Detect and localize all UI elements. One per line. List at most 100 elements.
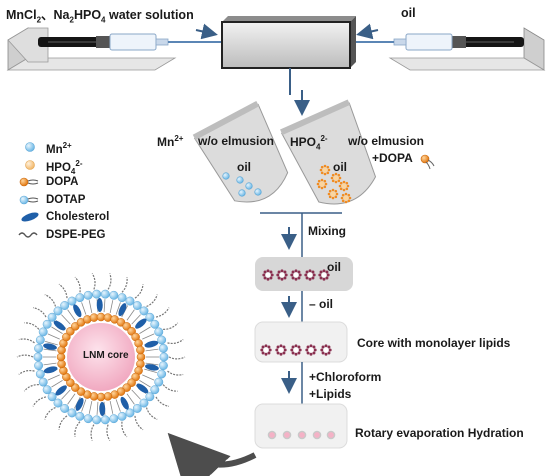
dotap-head [109, 290, 119, 300]
lipid-tail [47, 333, 60, 340]
legend-label-cholesterol: Cholesterol [46, 211, 110, 223]
dopa-icon [19, 177, 39, 187]
cholesterol-molecule [96, 298, 103, 313]
particle-star-icon [305, 344, 317, 356]
hpo4-oil-label: oil [333, 160, 347, 174]
lipid-tail [43, 348, 57, 352]
dopa-head [136, 345, 145, 355]
lipids-label: +Lipids [309, 387, 352, 401]
core-particles [260, 344, 332, 356]
mn-tube-label: Mn2+ [157, 134, 184, 149]
peg-strand [58, 283, 68, 299]
lipid-tail [88, 300, 93, 314]
lipid-tail [139, 326, 151, 334]
lipid-tail [67, 309, 76, 321]
legend-label-mn-ion: Mn2+ [46, 141, 72, 156]
dotap-head [100, 415, 110, 425]
water-solution-label: MnCl2、Na2HPO4 water solution [6, 8, 194, 25]
dotap-head [60, 404, 70, 413]
dotap-head [117, 293, 127, 303]
peg-strand [44, 406, 56, 420]
mixing-chamber-box [221, 16, 356, 69]
peg-strand [18, 338, 35, 344]
particle-star-icon [304, 269, 316, 281]
hpo4-droplet [330, 172, 342, 184]
dotap-head [109, 414, 119, 424]
dotap-head [125, 296, 135, 306]
cholesterol-molecule [43, 366, 58, 374]
dotap-head [132, 404, 142, 413]
rotary-hydration-label: Rotary evaporation Hydration [355, 426, 524, 440]
particle-star-icon [260, 344, 272, 356]
dotap-head [67, 296, 77, 306]
chloroform-label: +Chloroform [309, 370, 382, 384]
mixed-oil-panel [255, 257, 353, 291]
lipid-tail [67, 393, 76, 405]
peg-strand [146, 294, 158, 308]
dotap-head [42, 319, 52, 329]
cholesterol-molecule [99, 401, 106, 416]
dotap-head [157, 335, 167, 345]
peg-strand [162, 384, 178, 392]
dotap-head [67, 408, 77, 418]
lipid-tail [115, 399, 121, 412]
dotap-head [34, 361, 44, 371]
peg-strand [107, 273, 112, 290]
lipid-tail [144, 368, 157, 374]
hydrated-particles [267, 430, 336, 440]
dopa-addition-icon [420, 154, 435, 170]
lipid-tail [96, 401, 99, 415]
return-curved-arrow [167, 432, 257, 476]
dotap-head [150, 319, 160, 329]
peg-strand [163, 322, 179, 330]
mn-oil-label: oil [237, 160, 251, 174]
mn-emulsion-label: w/o elmusion [198, 134, 275, 148]
dotap-head [125, 408, 135, 418]
cholesterol-molecule [55, 385, 67, 396]
lipid-tail [126, 393, 135, 405]
lnm-core-label: LNM core [83, 350, 129, 361]
particle-star-icon [290, 269, 302, 281]
dotap-head [158, 361, 168, 371]
lipid-tail [145, 348, 159, 352]
cholesterol-molecule [135, 318, 147, 329]
cholesterol-molecule [144, 340, 159, 348]
mn-emulsion-droplets [222, 172, 262, 197]
right-syringe-pump [350, 27, 546, 71]
peg-strand [145, 407, 158, 420]
lipid-tail [109, 300, 114, 314]
dotap-head [38, 377, 48, 387]
dotap-head [100, 289, 110, 299]
legend-label-dspe-peg: DSPE-PEG [46, 229, 106, 241]
dotap-head [159, 352, 169, 362]
cholesterol-molecule [43, 343, 57, 350]
hpo4-droplet [327, 188, 339, 200]
peg-strand [23, 384, 39, 392]
peg-strand [168, 356, 186, 360]
lnm-nanoparticle [16, 273, 186, 441]
dotap-icon [19, 195, 39, 205]
dotap-head [47, 312, 57, 322]
hpo4-emulsion-droplets [316, 164, 352, 204]
particle-star-icon [275, 344, 287, 356]
lipid-tail [88, 400, 93, 414]
lipid-tail [45, 340, 58, 346]
dotap-head [150, 385, 160, 395]
mn-ion-icon [25, 142, 35, 152]
legend-label-dopa: DOPA [46, 176, 79, 188]
dopa-add-label: +DOPA [372, 151, 413, 165]
cholesterol-icon [21, 212, 39, 222]
lipid-tail [51, 380, 63, 388]
dotap-head [154, 377, 164, 387]
hpo4-droplet [340, 192, 352, 204]
rotary-panel [254, 403, 348, 449]
peg-strand [90, 424, 95, 441]
hpo4-tube-label: HPO42- [290, 134, 328, 152]
lipid-tail [142, 333, 155, 340]
lipid-tail [131, 314, 141, 325]
dotap-head [92, 415, 102, 425]
mix-oil-label: oil [327, 260, 341, 274]
dotap-head [38, 327, 48, 337]
left-inflow-arrow [195, 23, 218, 40]
lipid-tail [81, 302, 87, 315]
